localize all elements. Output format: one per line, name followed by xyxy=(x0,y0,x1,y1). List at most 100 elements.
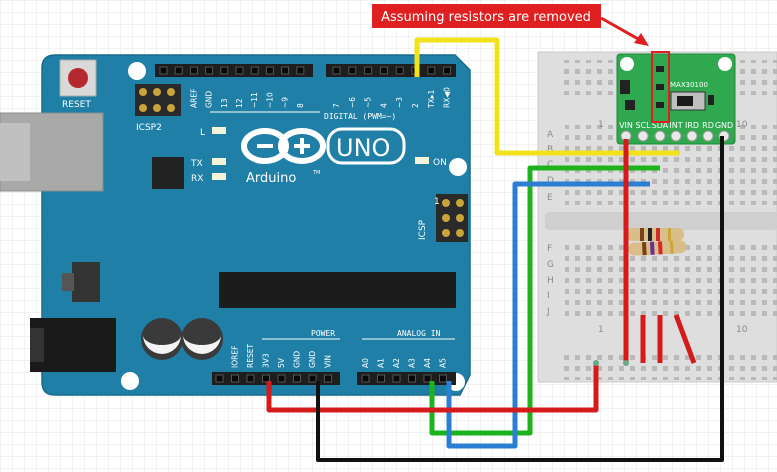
wire-red-3v3-rail xyxy=(266,365,599,413)
digital-pin-socket[interactable] xyxy=(159,66,168,75)
digital-pin-socket[interactable] xyxy=(348,66,357,75)
digital-pin-socket[interactable] xyxy=(332,66,341,75)
led-tx xyxy=(212,158,226,165)
digital-pin-label: ~3 xyxy=(395,97,404,108)
digital-pin-socket[interactable] xyxy=(205,66,214,75)
power-jack xyxy=(30,318,116,372)
analog-pin-label: A5 xyxy=(439,358,448,368)
power-pin-socket[interactable] xyxy=(215,374,224,383)
power-pin-socket[interactable] xyxy=(308,374,317,383)
sensor-mount-hole xyxy=(620,57,634,71)
digital-pin-socket[interactable] xyxy=(281,66,290,75)
power-pin-socket[interactable] xyxy=(231,374,239,383)
atmega-microcontroller xyxy=(219,272,456,308)
digital-pin-socket[interactable] xyxy=(189,66,198,75)
icsp-pin xyxy=(456,199,464,207)
analog-pin-socket[interactable] xyxy=(439,374,447,383)
power-pin-label: GND xyxy=(293,351,302,368)
digital-pin-socket[interactable] xyxy=(427,66,436,75)
power-pin-socket[interactable] xyxy=(324,374,332,383)
analog-pin-socket[interactable] xyxy=(377,374,385,383)
row-label-i: I xyxy=(547,291,550,301)
analog-section-label: ANALOG IN xyxy=(397,329,441,338)
power-rail-bottom xyxy=(560,350,777,380)
annotation-text: Assuming resistors are removed xyxy=(381,10,591,25)
icsp2-pin xyxy=(139,88,147,96)
sensor-pin-label: RD xyxy=(702,121,714,130)
analog-pin-socket[interactable] xyxy=(408,374,416,383)
power-pin-socket[interactable] xyxy=(293,374,301,383)
digital-pin-socket[interactable] xyxy=(265,66,274,75)
analog-pin-socket[interactable] xyxy=(361,374,370,383)
digital-pin-label: TX▸1 xyxy=(427,90,436,109)
uno-badge xyxy=(326,127,406,165)
digital-section-label: DIGITAL (PWM=~) xyxy=(324,112,396,121)
icsp-pin xyxy=(442,229,450,237)
max30100-window xyxy=(677,96,693,106)
annotation-box xyxy=(372,4,601,28)
digital-pin-socket[interactable] xyxy=(174,66,183,75)
annotation-highlight-box xyxy=(651,51,670,123)
sensor-pin-label: SCL xyxy=(635,121,651,130)
mount-hole xyxy=(128,62,146,80)
icsp-pin xyxy=(442,214,450,222)
resistor-band xyxy=(669,240,674,254)
column-number-1-top: 1 xyxy=(598,120,604,130)
wire-end xyxy=(593,360,599,366)
digital-pin-label: ~6 xyxy=(348,97,357,108)
trademark: TM xyxy=(312,170,320,176)
digital-pin-label: AREF xyxy=(189,89,198,108)
sensor-component xyxy=(620,80,630,94)
digital-pin-socket[interactable] xyxy=(250,66,259,75)
led-rx xyxy=(212,173,226,180)
column-number-10-bottom: 10 xyxy=(736,325,748,335)
resistor-band xyxy=(657,241,663,255)
icsp-pins xyxy=(442,199,464,237)
row-label-a: A xyxy=(547,130,554,140)
logo-loop-right xyxy=(278,128,326,164)
power-pin-socket[interactable] xyxy=(246,374,255,383)
digital-pin-label: 4 xyxy=(379,103,388,108)
on-label: ON xyxy=(433,158,447,168)
digital-header-right xyxy=(326,64,456,77)
sensor-chip-label: MAX30100 xyxy=(670,81,708,89)
column-number-10-top: 10 xyxy=(736,120,748,130)
digital-pin-label: 7 xyxy=(332,103,341,108)
sensor-pin-label: GND xyxy=(715,121,733,130)
power-header xyxy=(212,372,340,385)
wire-blue-a5-scl xyxy=(446,181,650,449)
sensor-pin-label: VIN xyxy=(619,121,633,130)
digital-pin-socket[interactable] xyxy=(220,66,229,75)
sensor-resistor-smd xyxy=(656,84,664,90)
wire-black-gnd xyxy=(316,136,724,462)
resistor-2 xyxy=(628,240,687,256)
resistor-band xyxy=(668,228,671,241)
digital-pin-label: ~5 xyxy=(364,97,373,108)
sensor-pin xyxy=(654,130,666,142)
digital-pin-label: 8 xyxy=(296,103,305,108)
capacitor-top xyxy=(143,335,181,354)
sensor-resistor-smd xyxy=(656,66,664,72)
sensor-pin xyxy=(637,130,649,142)
digital-pin-socket[interactable] xyxy=(235,66,244,75)
annotation: Assuming resistors are removed xyxy=(372,4,670,123)
digital-pin-socket[interactable] xyxy=(379,66,388,75)
analog-pin-socket[interactable] xyxy=(392,374,401,383)
digital-pin-socket[interactable] xyxy=(364,66,373,75)
icsp2-label: ICSP2 xyxy=(136,123,162,133)
analog-pin-socket[interactable] xyxy=(423,374,432,383)
row-label-g: G xyxy=(547,260,554,270)
power-pin-socket[interactable] xyxy=(277,374,286,383)
digital-pin-socket[interactable] xyxy=(443,66,452,75)
icsp-pin xyxy=(456,214,464,222)
usb-chip xyxy=(152,157,184,189)
row-label-d: D xyxy=(547,176,554,186)
digital-pin-socket[interactable] xyxy=(296,66,305,75)
power-pin-socket[interactable] xyxy=(262,374,270,383)
reset-button-cap[interactable] xyxy=(68,68,88,88)
digital-pin-socket[interactable] xyxy=(395,66,404,75)
column-number-1-bottom: 1 xyxy=(598,325,604,335)
